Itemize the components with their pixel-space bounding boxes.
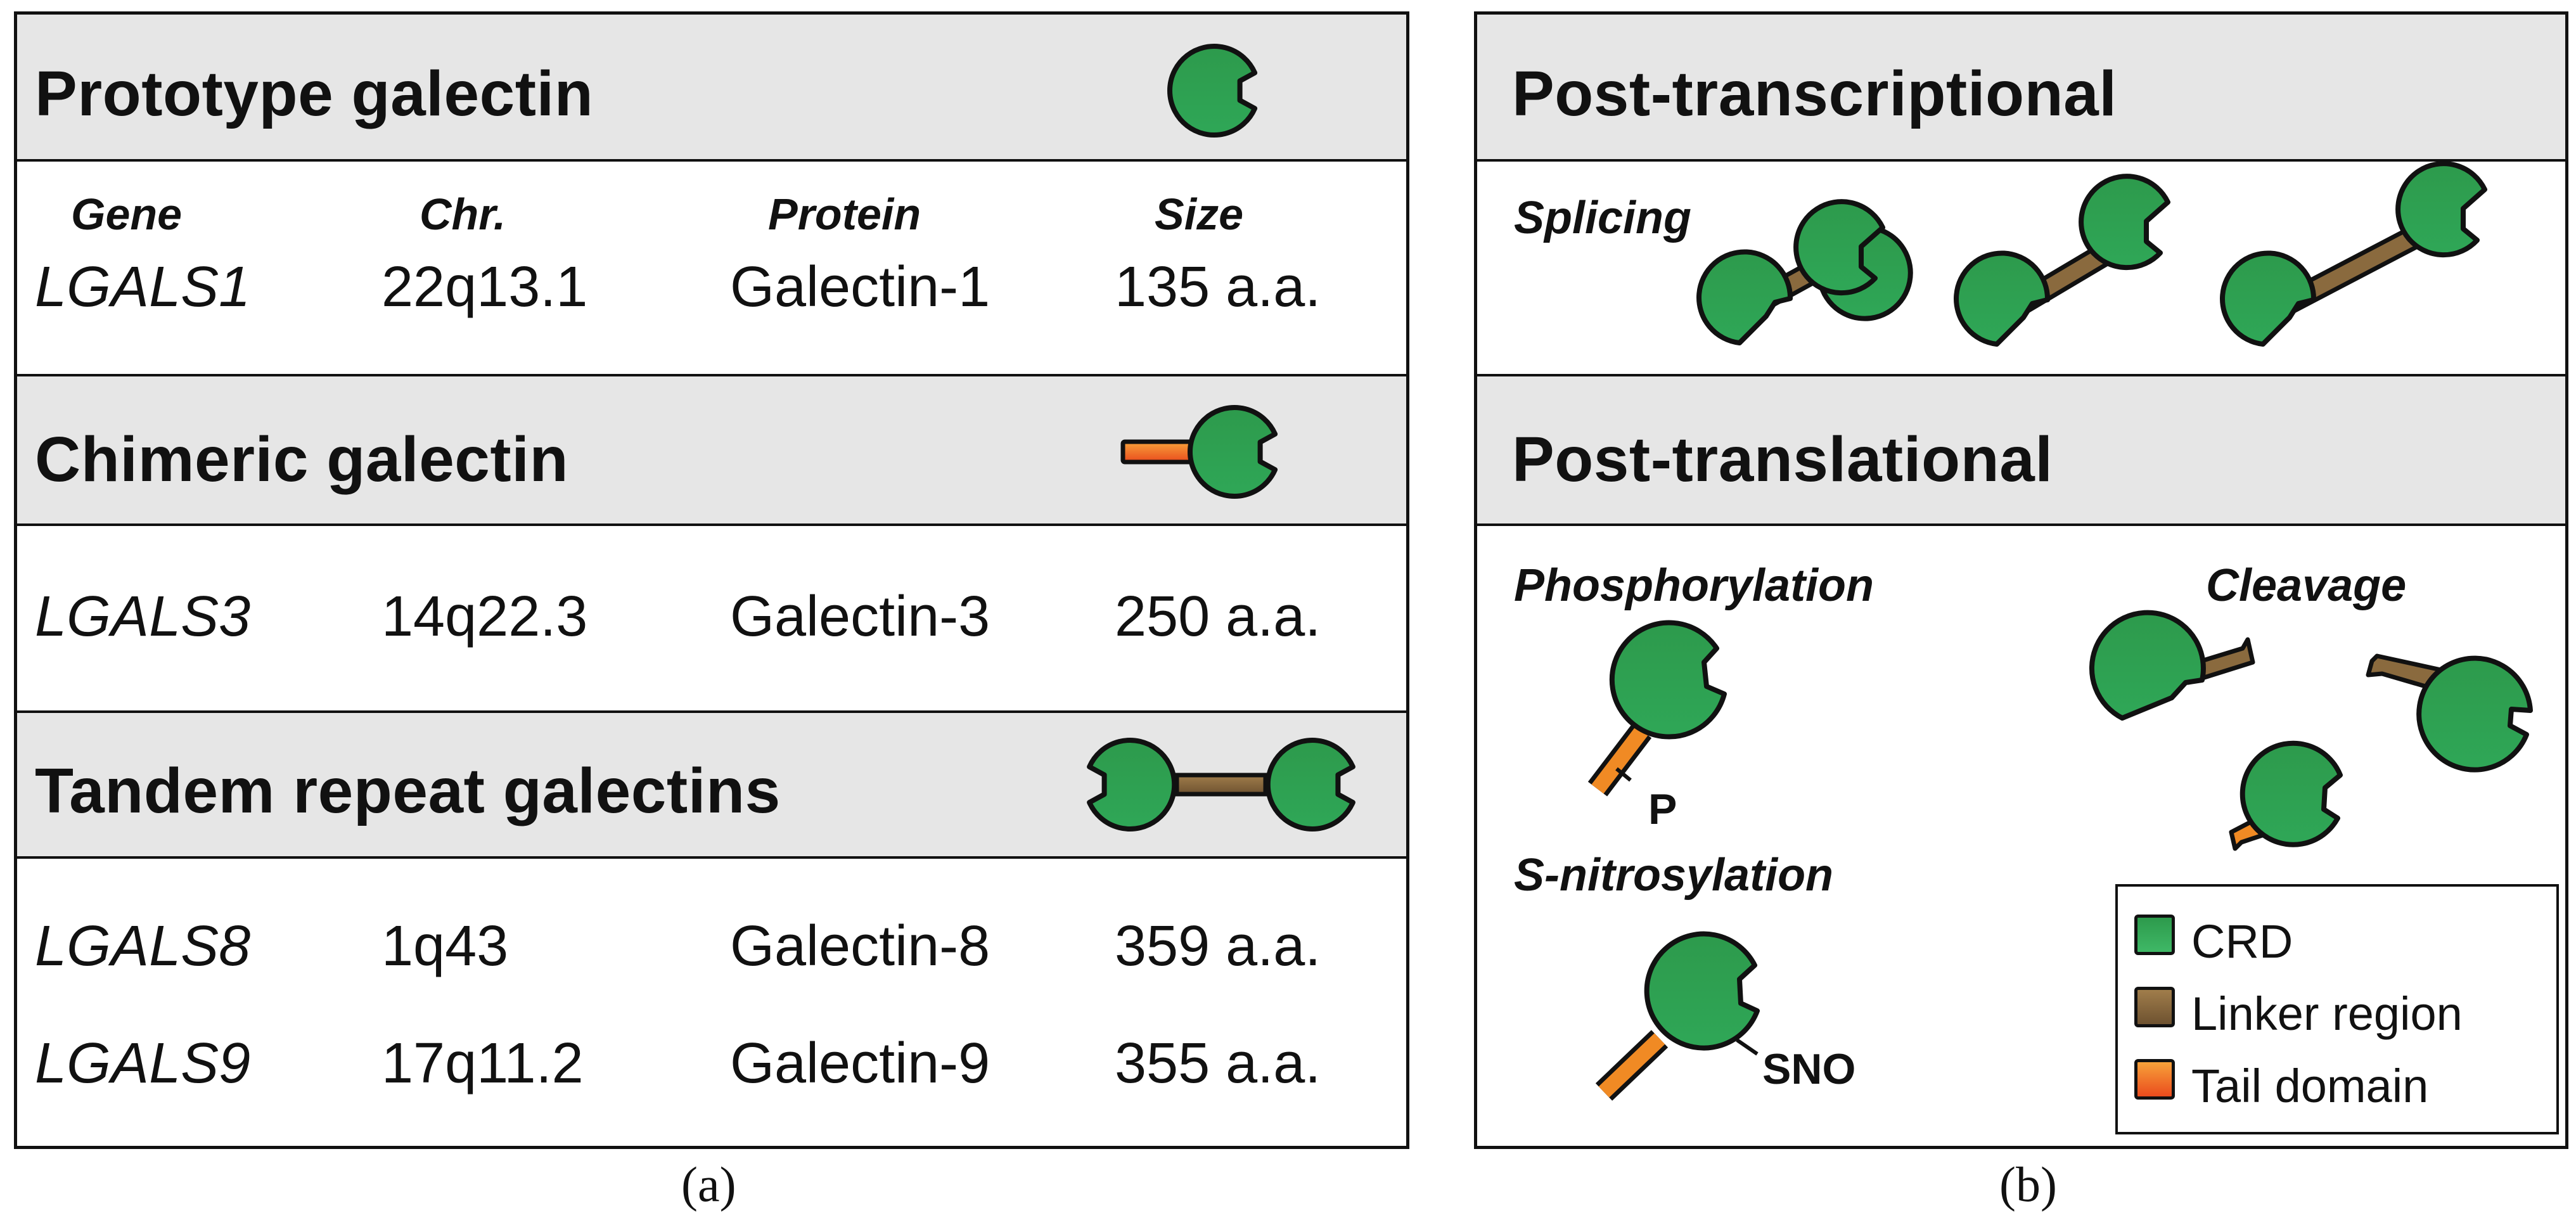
size-cell: 355 a.a. (1115, 1032, 1321, 1095)
post-translational-band (1477, 376, 2565, 523)
col-protein-header: Protein (768, 189, 921, 239)
tandem-crd-icon (1087, 738, 1355, 832)
legend-tail-label: Tail domain (2191, 1060, 2429, 1112)
post-transcriptional-divider (1477, 159, 2565, 162)
single-crd-icon (1167, 44, 1258, 138)
legend-linker-swatch (2134, 987, 2175, 1027)
legend-linker-label: Linker region (2191, 987, 2463, 1040)
chr-cell: 14q22.3 (381, 585, 588, 648)
gene-cell: LGALS1 (35, 255, 251, 319)
col-chr-header: Chr. (420, 189, 506, 239)
splice-variant-icon (1696, 161, 2487, 347)
post-translational-divider-top (1477, 374, 2565, 376)
legend-crd-label: CRD (2191, 915, 2293, 968)
panel-a: Prototype galectin Gene Chr. Protein Siz… (14, 11, 1409, 1149)
s-nitrosylated-galectin-icon (1595, 931, 1760, 1101)
post-transcriptional-title: Post-transcriptional (1512, 58, 2117, 129)
protein-cell: Galectin-9 (730, 1032, 990, 1095)
prototype-divider (17, 159, 1406, 162)
tandem-divider-top (17, 710, 1406, 713)
protein-cell: Galectin-1 (730, 255, 990, 319)
chimeric-title: Chimeric galectin (35, 424, 569, 495)
tail-crd-icon (1120, 405, 1278, 499)
prototype-title: Prototype galectin (35, 58, 594, 129)
phosphorylation-label: Phosphorylation (1514, 560, 1874, 611)
phospho-mark: P (1648, 785, 1677, 833)
s-nitrosylation-label: S-nitrosylation (1514, 850, 1834, 901)
gene-cell: LGALS9 (35, 1032, 251, 1095)
chimeric-divider-top (17, 374, 1406, 376)
panel-b-caption: (b) (1999, 1157, 2057, 1212)
sno-mark: SNO (1762, 1045, 1856, 1093)
post-translational-divider-bottom (1477, 523, 2565, 526)
col-size-header: Size (1155, 189, 1244, 239)
tandem-divider-bottom (17, 856, 1406, 859)
gene-cell: LGALS3 (35, 585, 251, 648)
protein-cell: Galectin-3 (730, 585, 990, 648)
post-translational-title: Post-translational (1512, 424, 2053, 495)
gene-cell: LGALS8 (35, 915, 251, 978)
size-cell: 135 a.a. (1115, 255, 1321, 319)
post-transcriptional-band (1477, 15, 2565, 159)
tandem-title: Tandem repeat galectins (35, 755, 781, 826)
legend: CRD Linker region Tail domain (2115, 884, 2559, 1134)
chimeric-divider-bottom (17, 523, 1406, 526)
chr-cell: 17q11.2 (381, 1032, 584, 1095)
cleavage-fragments-icon (2089, 610, 2533, 851)
panel-b: Post-transcriptional Splicing (1474, 11, 2568, 1149)
panel-a-caption: (a) (681, 1157, 736, 1212)
legend-crd-swatch (2134, 915, 2175, 955)
chr-cell: 1q43 (381, 915, 509, 978)
size-cell: 250 a.a. (1115, 585, 1321, 648)
legend-tail-swatch (2134, 1059, 2175, 1100)
size-cell: 359 a.a. (1115, 915, 1321, 978)
chr-cell: 22q13.1 (381, 255, 588, 319)
col-gene-header: Gene (71, 189, 183, 239)
protein-cell: Galectin-8 (730, 915, 990, 978)
cleavage-label: Cleavage (2206, 560, 2407, 611)
phosphorylated-galectin-icon (1587, 620, 1727, 797)
splicing-label: Splicing (1514, 193, 1692, 243)
